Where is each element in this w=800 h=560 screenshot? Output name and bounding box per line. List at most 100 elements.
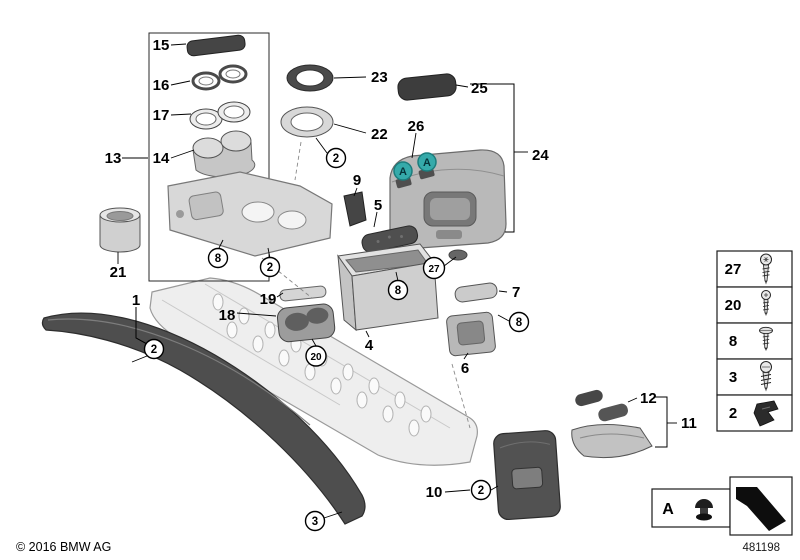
legend-cell (651, 488, 731, 528)
svg-text:8: 8 (516, 317, 523, 329)
insert-part-19 (279, 285, 327, 302)
callout-19: 19 (260, 291, 277, 308)
clip-icon (753, 400, 779, 427)
copyright-text: © 2016 BMW AG (16, 540, 112, 554)
callout-8-circle-right: 8 (508, 311, 530, 333)
leader-lines (117, 43, 677, 519)
svg-text:20: 20 (310, 352, 322, 363)
knob-icon (695, 499, 713, 521)
torx-screw-small-icon (761, 290, 771, 316)
exploded-box-13 (148, 32, 333, 282)
cup-inserts-part-16 (191, 64, 248, 91)
svg-text:2: 2 (478, 485, 484, 497)
legend-label-20: 20 (725, 297, 742, 314)
callout-2-circle-console: 2 (259, 256, 281, 278)
callout-27-circle: 27 (422, 256, 446, 280)
legend-row-20: 20 (716, 286, 793, 324)
svg-text:8: 8 (395, 285, 402, 297)
callout-9: 9 (353, 172, 361, 189)
marker-a-2: A (417, 152, 437, 172)
callout-22: 22 (371, 126, 388, 143)
callout-16: 16 (153, 77, 170, 94)
callout-6: 6 (461, 360, 469, 377)
marker-a-label: A (423, 157, 431, 169)
callout-24: 24 (532, 147, 549, 164)
legend-row-3: 3 (716, 358, 793, 396)
legend-cell (729, 476, 793, 536)
cap-parts-12 (575, 389, 628, 422)
legend-label-2: 2 (729, 405, 737, 422)
callout-20-circle: 20 (305, 345, 327, 367)
svg-text:2: 2 (151, 344, 157, 356)
callout-7: 7 (512, 284, 520, 301)
mat-part-25 (397, 73, 457, 101)
circled-callouts: 8 2 2 27 8 8 20 2 (143, 147, 530, 532)
callout-17: 17 (153, 107, 170, 124)
svg-text:2: 2 (267, 262, 273, 274)
callouts: 13 15 16 17 14 21 23 22 25 26 24 9 5 7 4… (105, 37, 697, 501)
legend-cell (716, 286, 793, 324)
legend-label-8: 8 (729, 333, 737, 350)
ring-part-22 (280, 106, 334, 138)
ring-part-23 (286, 64, 334, 92)
marker-a-label: A (399, 166, 407, 178)
rear-trim-part-10 (493, 430, 561, 521)
tapping-screw-icon (760, 361, 772, 392)
doc-number: 481198 (742, 542, 780, 554)
callout-8-circle-console: 8 (207, 247, 229, 269)
holder-frame-part-17 (189, 101, 251, 130)
console-panel-part (167, 171, 333, 257)
legend-row-27: 27 (716, 250, 793, 288)
deep-holder-part-14 (192, 130, 256, 178)
svg-text:2: 2 (333, 153, 339, 165)
callout-11: 11 (681, 415, 697, 432)
legend-cell (716, 322, 793, 360)
callout-12: 12 (640, 390, 657, 407)
svg-text:8: 8 (215, 253, 222, 265)
legend-cell (716, 358, 793, 396)
callout-8-circle-box4: 8 (387, 279, 409, 301)
callout-10: 10 (426, 484, 443, 501)
callout-14: 14 (153, 150, 170, 167)
svg-text:3: 3 (312, 516, 318, 528)
cup-insert-part-18 (276, 303, 336, 343)
callout-18: 18 (219, 307, 236, 324)
hinge-part-27 (448, 249, 468, 261)
callout-26: 26 (408, 118, 425, 135)
direction-arrow-icon (736, 487, 786, 531)
callout-13: 13 (105, 150, 122, 167)
callout-5: 5 (374, 197, 382, 214)
torx-screw-icon (760, 253, 772, 285)
callout-15: 15 (153, 37, 170, 54)
bracket-part-9 (343, 191, 367, 227)
callout-23: 23 (371, 69, 388, 86)
callout-25: 25 (471, 80, 488, 97)
callout-2-circle-22: 2 (325, 147, 347, 169)
legend-label-27: 27 (725, 261, 742, 278)
legend-row-8: 8 (716, 322, 793, 360)
callout-1: 1 (132, 292, 140, 309)
lid-part-7 (454, 282, 498, 303)
side-trim-part-1 (41, 312, 366, 525)
callout-2-circle-panel10: 2 (470, 479, 492, 501)
bracket-part-11 (571, 423, 653, 459)
svg-text:27: 27 (428, 264, 440, 275)
legend-label-a: A (662, 501, 674, 518)
legend-row-2: 2 (716, 394, 793, 432)
storage-box-part-4 (337, 243, 439, 332)
tray-part-15 (186, 34, 246, 57)
armrest-part-24 (389, 149, 507, 250)
legend-arrow-cell (729, 476, 793, 536)
bracket-part-6 (446, 311, 496, 357)
cupholder-part-21 (99, 207, 141, 253)
legend-label-3: 3 (729, 369, 737, 386)
callout-3-circle-trim: 3 (304, 510, 326, 532)
fastener-legend: 27 20 (651, 250, 793, 536)
marker-a-1: A (393, 161, 413, 181)
callout-2-circle-trim: 2 (143, 338, 165, 360)
callout-4: 4 (365, 337, 374, 354)
callout-21: 21 (110, 264, 127, 281)
legend-a-cell: A (651, 488, 731, 528)
pan-head-screw-icon (759, 326, 773, 351)
